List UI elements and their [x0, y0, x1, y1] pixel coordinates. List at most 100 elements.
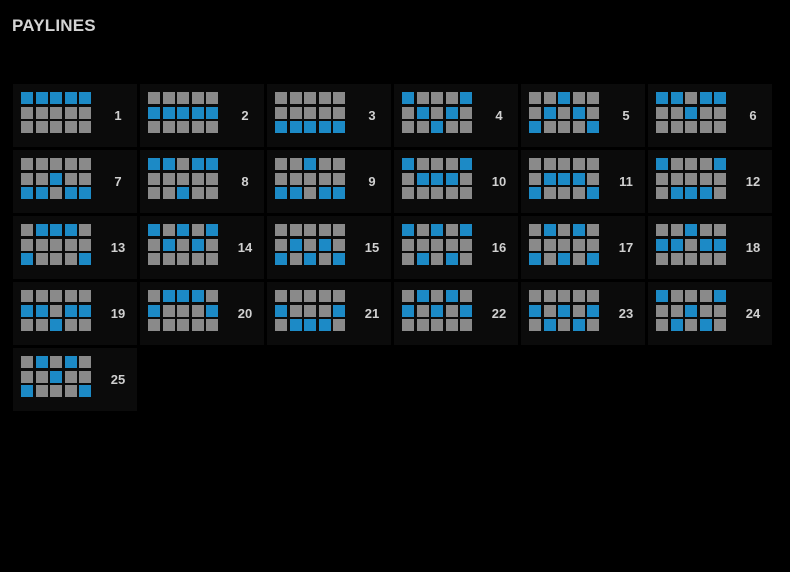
payline-number: 20 — [237, 306, 253, 321]
payline-cell — [572, 158, 585, 170]
payline-cell — [699, 304, 712, 317]
payline-cell — [656, 319, 668, 332]
payline-cell — [177, 121, 190, 134]
payline-cell — [333, 319, 346, 332]
payline-cell-active — [206, 158, 219, 170]
payline-cell — [445, 224, 458, 236]
payline-cell-active — [714, 158, 727, 170]
payline-cell-active — [543, 319, 556, 332]
payline-cell — [656, 172, 668, 185]
payline-cell — [304, 187, 317, 200]
payline-card: 22 — [394, 282, 518, 345]
payline-cell — [714, 172, 727, 185]
payline-cell-active — [529, 187, 541, 200]
payline-cell-active — [35, 224, 48, 236]
payline-pattern — [529, 290, 600, 332]
payline-cell — [191, 304, 204, 317]
payline-cell — [79, 370, 92, 383]
payline-cell — [431, 253, 444, 266]
payline-cell-active — [699, 238, 712, 251]
payline-cell — [50, 290, 63, 302]
payline-cell-active — [64, 187, 77, 200]
payline-cell — [656, 304, 668, 317]
payline-cell-active — [148, 304, 160, 317]
payline-cell — [50, 356, 63, 368]
payline-cell-active — [21, 253, 33, 266]
payline-cell — [289, 172, 302, 185]
payline-cell — [558, 106, 571, 119]
payline-cell — [50, 253, 63, 266]
payline-cell — [318, 224, 331, 236]
payline-cell — [177, 319, 190, 332]
payline-cell — [50, 385, 63, 398]
payline-cell-active — [543, 172, 556, 185]
payline-cell — [699, 172, 712, 185]
payline-cell — [431, 319, 444, 332]
payline-cell-active — [289, 121, 302, 134]
payline-cell — [64, 121, 77, 134]
payline-cell — [304, 92, 317, 104]
payline-cell — [431, 92, 444, 104]
payline-cell-active — [191, 158, 204, 170]
payline-cell — [275, 319, 287, 332]
payline-cell-active — [191, 290, 204, 302]
payline-cell-active — [402, 304, 414, 317]
payline-cell — [162, 172, 175, 185]
payline-cell — [191, 92, 204, 104]
payline-cell — [289, 106, 302, 119]
payline-cell-active — [64, 356, 77, 368]
payline-cell-active — [656, 290, 668, 302]
payline-cell-active — [206, 224, 219, 236]
payline-cell — [275, 224, 287, 236]
payline-card: 20 — [140, 282, 264, 345]
payline-cell — [445, 121, 458, 134]
payline-cell — [445, 238, 458, 251]
payline-cell — [699, 224, 712, 236]
payline-cell — [79, 290, 92, 302]
payline-cell — [402, 121, 414, 134]
payline-cell — [79, 238, 92, 251]
payline-cell-active — [685, 106, 698, 119]
payline-cell-active — [177, 290, 190, 302]
payline-cell — [50, 304, 63, 317]
payline-cell-active — [35, 356, 48, 368]
payline-cell — [289, 253, 302, 266]
payline-cell — [50, 238, 63, 251]
payline-cell — [79, 158, 92, 170]
payline-cell-active — [162, 106, 175, 119]
payline-cell — [21, 370, 33, 383]
payline-cell — [714, 304, 727, 317]
payline-cell — [587, 238, 600, 251]
payline-number: 7 — [114, 174, 122, 189]
payline-cell-active — [275, 187, 287, 200]
payline-cell — [35, 121, 48, 134]
payline-cell — [148, 187, 160, 200]
payline-cell — [79, 356, 92, 368]
payline-cell — [318, 304, 331, 317]
payline-cell — [572, 253, 585, 266]
payline-cell — [21, 224, 33, 236]
payline-cell — [529, 224, 541, 236]
payline-cell — [558, 319, 571, 332]
payline-card: 6 — [648, 84, 772, 147]
payline-cell — [148, 172, 160, 185]
payline-cell — [333, 238, 346, 251]
payline-cell — [275, 172, 287, 185]
payline-cell — [21, 319, 33, 332]
payline-cell — [21, 158, 33, 170]
payline-cell — [670, 304, 683, 317]
payline-card: 21 — [267, 282, 391, 345]
payline-cell-active — [572, 172, 585, 185]
payline-cell — [50, 158, 63, 170]
payline-cell — [162, 92, 175, 104]
payline-cell — [543, 187, 556, 200]
payline-cell-active — [148, 106, 160, 119]
payline-cell — [50, 106, 63, 119]
payline-cell-active — [333, 187, 346, 200]
payline-cell — [558, 238, 571, 251]
payline-cell — [177, 238, 190, 251]
payline-cell — [79, 172, 92, 185]
payline-cell-active — [587, 121, 600, 134]
payline-cell — [529, 319, 541, 332]
payline-cell — [162, 121, 175, 134]
